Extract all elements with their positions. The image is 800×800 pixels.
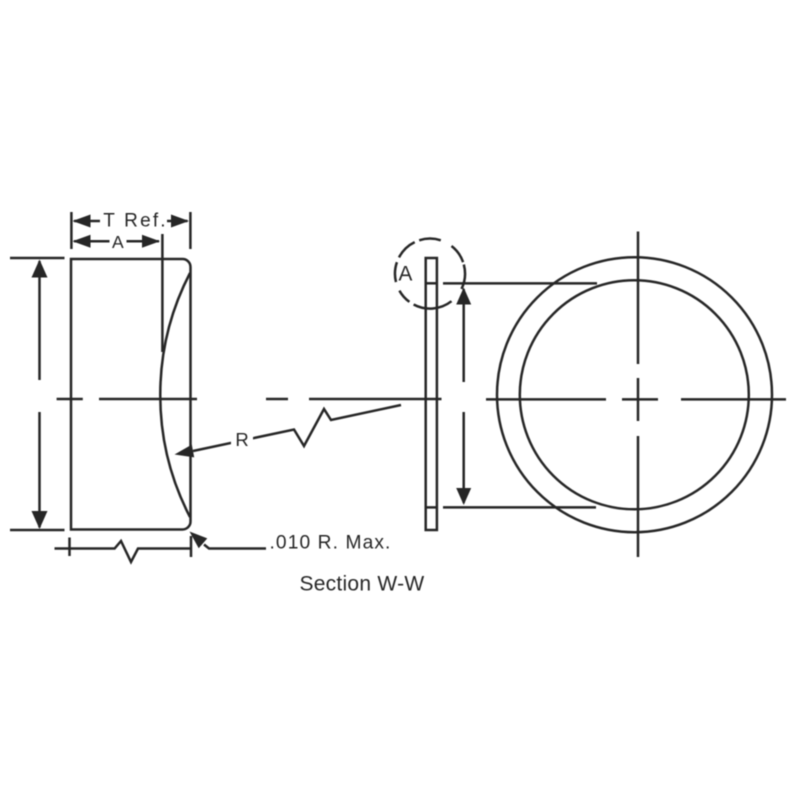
svg-text:R: R <box>235 429 248 450</box>
svg-text:A: A <box>399 262 413 285</box>
svg-text:.010 R. Max.: .010 R. Max. <box>270 533 392 554</box>
svg-text:A: A <box>112 232 124 252</box>
svg-text:Section W-W: Section W-W <box>300 572 425 595</box>
svg-text:T Ref.: T Ref. <box>103 210 168 231</box>
